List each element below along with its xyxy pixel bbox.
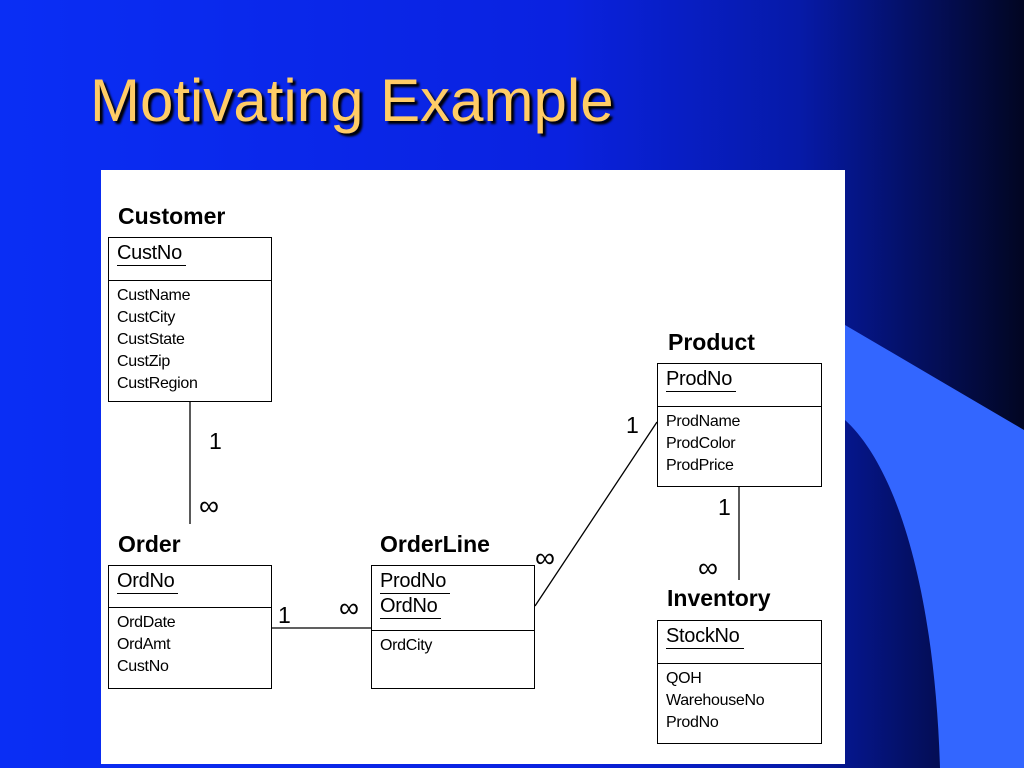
cardinality-product-inventory-many: ∞ bbox=[698, 552, 718, 583]
customer-attr: CustState bbox=[117, 331, 185, 348]
inventory-attributes: QOH WarehouseNo ProdNo bbox=[658, 664, 821, 734]
orderline-key-section: ProdNo OrdNo bbox=[372, 566, 534, 631]
product-attr: ProdColor bbox=[666, 435, 736, 452]
cardinality-product-orderline-many: ∞ bbox=[535, 542, 555, 573]
cardinality-product-inventory-one: 1 bbox=[718, 494, 731, 520]
product-key-prodno: ProdNo bbox=[666, 367, 737, 392]
inventory-key-section: StockNo bbox=[658, 621, 821, 664]
order-key-section: OrdNo bbox=[109, 566, 271, 608]
relationship-lines bbox=[189, 402, 740, 629]
customer-attr: CustRegion bbox=[117, 375, 198, 392]
customer-key-section: CustNo bbox=[109, 238, 271, 281]
entity-order: OrdNo OrdDate OrdAmt CustNo bbox=[108, 565, 272, 689]
order-attributes: OrdDate OrdAmt CustNo bbox=[109, 608, 271, 678]
inventory-attr: QOH bbox=[666, 670, 702, 687]
order-attr: OrdAmt bbox=[117, 636, 171, 653]
cardinality-customer-order-many: ∞ bbox=[199, 490, 219, 521]
order-attr: CustNo bbox=[117, 658, 169, 675]
inventory-attr: ProdNo bbox=[666, 714, 719, 731]
orderline-attr: OrdCity bbox=[380, 637, 433, 654]
customer-key-custno: CustNo bbox=[117, 241, 186, 266]
order-key-ordno: OrdNo bbox=[117, 569, 179, 594]
customer-attr: CustName bbox=[117, 287, 191, 304]
line-product-orderline bbox=[534, 421, 658, 607]
product-attr: ProdPrice bbox=[666, 457, 734, 474]
product-attr: ProdName bbox=[666, 413, 741, 430]
cardinality-order-orderline-many: ∞ bbox=[339, 592, 359, 623]
slide-title: Motivating Example bbox=[90, 67, 614, 134]
entity-product: ProdNo ProdName ProdColor ProdPrice bbox=[657, 363, 822, 487]
product-attributes: ProdName ProdColor ProdPrice bbox=[658, 407, 821, 477]
inventory-attr: WarehouseNo bbox=[666, 692, 765, 709]
orderline-key-ordno: OrdNo bbox=[380, 594, 442, 619]
entity-inventory-name: Inventory bbox=[667, 585, 771, 611]
entity-inventory: StockNo QOH WarehouseNo ProdNo bbox=[657, 620, 822, 744]
orderline-key-prodno: ProdNo bbox=[380, 569, 451, 594]
cardinality-product-orderline-one: 1 bbox=[626, 412, 639, 438]
inventory-key-stockno: StockNo bbox=[666, 624, 744, 649]
entity-customer-name: Customer bbox=[118, 203, 226, 229]
entity-orderline: ProdNo OrdNo OrdCity bbox=[371, 565, 535, 689]
cardinality-customer-order-one: 1 bbox=[209, 428, 222, 454]
product-key-section: ProdNo bbox=[658, 364, 821, 407]
order-attr: OrdDate bbox=[117, 614, 176, 631]
entity-customer: CustNo CustName CustCity CustState CustZ… bbox=[108, 237, 272, 402]
er-diagram-canvas: Customer CustNo CustName CustCity CustSt… bbox=[101, 170, 845, 764]
entity-order-name: Order bbox=[118, 531, 181, 557]
entity-product-name: Product bbox=[668, 329, 755, 355]
customer-attr: CustCity bbox=[117, 309, 176, 326]
cardinality-order-orderline-one: 1 bbox=[278, 602, 291, 628]
decorative-swoosh bbox=[845, 325, 1024, 768]
customer-attr: CustZip bbox=[117, 353, 171, 370]
customer-attributes: CustName CustCity CustState CustZip Cust… bbox=[109, 281, 271, 395]
entity-orderline-name: OrderLine bbox=[380, 531, 490, 557]
orderline-attributes: OrdCity bbox=[372, 631, 534, 657]
